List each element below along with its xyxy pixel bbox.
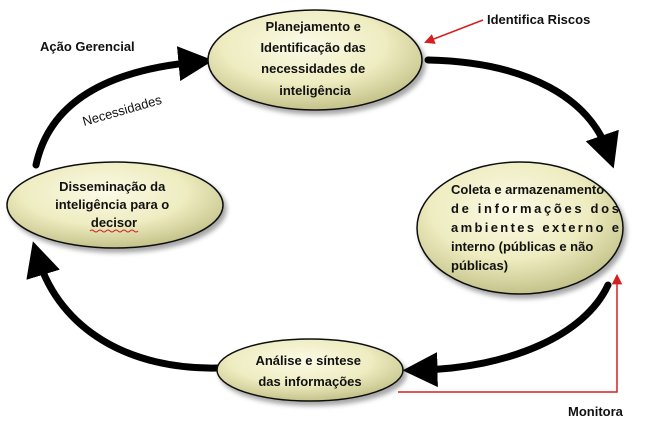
arrow-analise-to-disseminacao [38, 258, 218, 368]
node-coleta-line: interno (públicas e não [451, 239, 593, 254]
node-disseminacao-line: Disseminação da [59, 179, 166, 194]
node-analise-line: das informações [258, 374, 361, 389]
necessidades-label: Necessidades [81, 92, 164, 129]
node-disseminacao-line: inteligência para o [55, 197, 169, 212]
node-analise [217, 339, 403, 401]
identifica-riscos-arrow [426, 20, 483, 42]
monitora-label: Monitora [568, 404, 624, 419]
node-analise-line: Análise e síntese [255, 353, 361, 368]
node-coleta-line: públicas) [451, 258, 508, 273]
identifica-riscos-label: Identifica Riscos [487, 12, 590, 27]
node-disseminacao-line: decisor [91, 215, 137, 230]
node-planejamento-line: Identificação das [260, 40, 365, 55]
node-planejamento-line: inteligência [279, 83, 351, 98]
node-coleta-line: Coleta e armazenamento [451, 182, 604, 197]
arrow-planejamento-to-coleta [428, 60, 608, 152]
arrow-coleta-to-analise [420, 285, 608, 370]
acao-gerencial-label: Ação Gerencial [40, 39, 135, 54]
node-planejamento-line: necessidades de [261, 61, 365, 76]
node-planejamento-line: Planejamento e [266, 19, 361, 34]
